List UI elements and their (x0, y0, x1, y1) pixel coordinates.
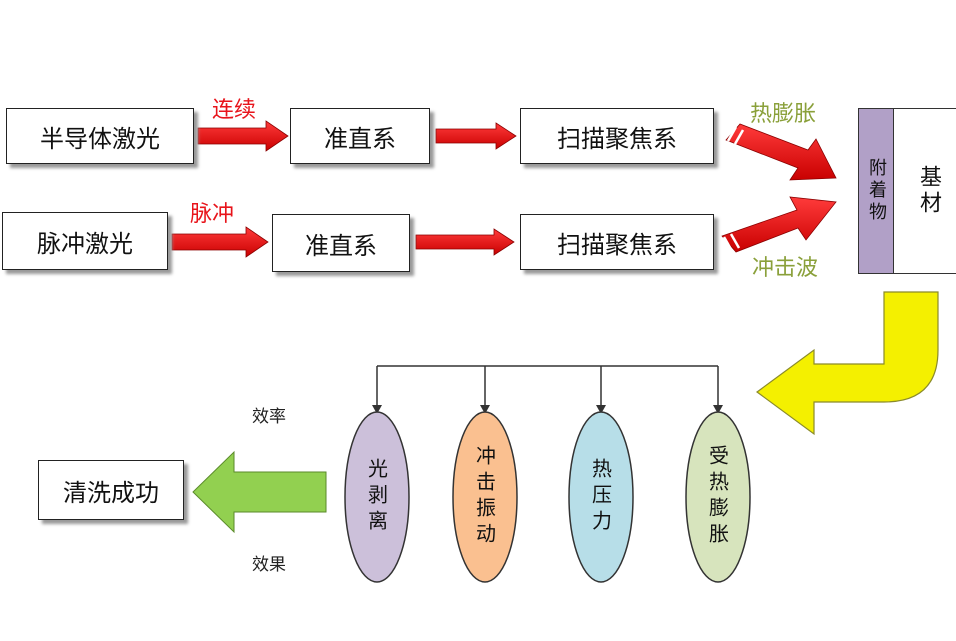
cleaning-success-box: 清洗成功 (38, 460, 184, 520)
oval-text-thermal-expansion: 受热膨胀 (705, 445, 730, 549)
oval-light-stripping (344, 411, 410, 583)
pulse-laser-box: 脉冲激光 (2, 212, 168, 270)
oval-text-light-stripping: 光剥离 (364, 458, 389, 536)
scan-focus-box-2: 扫描聚焦系 (520, 214, 714, 270)
collimator-box-2: 准直系 (272, 214, 410, 272)
semiconductor-laser-box: 半导体激光 (6, 108, 194, 164)
arrow-collimator-to-scan-2 (415, 228, 515, 256)
attachment-bar: 附着物 (858, 108, 894, 274)
oval-thermal-pressure (568, 411, 634, 583)
substrate-label: 基材 (916, 165, 941, 217)
scan-focus-box-1: 扫描聚焦系 (520, 108, 714, 164)
continuous-label: 连续 (212, 98, 257, 123)
arrow-thermal-expansion (725, 123, 837, 181)
oval-shock-vibration (452, 411, 518, 583)
oval-text-thermal-pressure: 热压力 (588, 458, 613, 536)
efficiency-label: 效率 (252, 407, 286, 427)
mechanism-distribution-lines (372, 365, 723, 414)
pulse-label: 脉冲 (190, 202, 235, 227)
oval-thermal-expansion (685, 411, 751, 583)
green-arrow-to-result (192, 450, 327, 534)
attachment-label: 附着物 (866, 158, 887, 224)
effect-label: 效果 (252, 555, 286, 575)
yellow-curved-arrow (755, 291, 939, 436)
arrow-pulse-laser-to-collimator-2 (171, 226, 269, 258)
oval-text-shock-vibration: 冲击振动 (472, 445, 497, 549)
collimator-box-1: 准直系 (290, 108, 430, 164)
arrow-laser-to-collimator-1 (197, 120, 289, 152)
arrow-collimator-to-scan-1 (435, 122, 517, 150)
arrow-shock-wave (721, 196, 837, 253)
substrate-block: 基材 (893, 108, 956, 274)
shock-wave-label: 冲击波 (752, 256, 819, 281)
thermal-expansion-label: 热膨胀 (750, 102, 817, 127)
